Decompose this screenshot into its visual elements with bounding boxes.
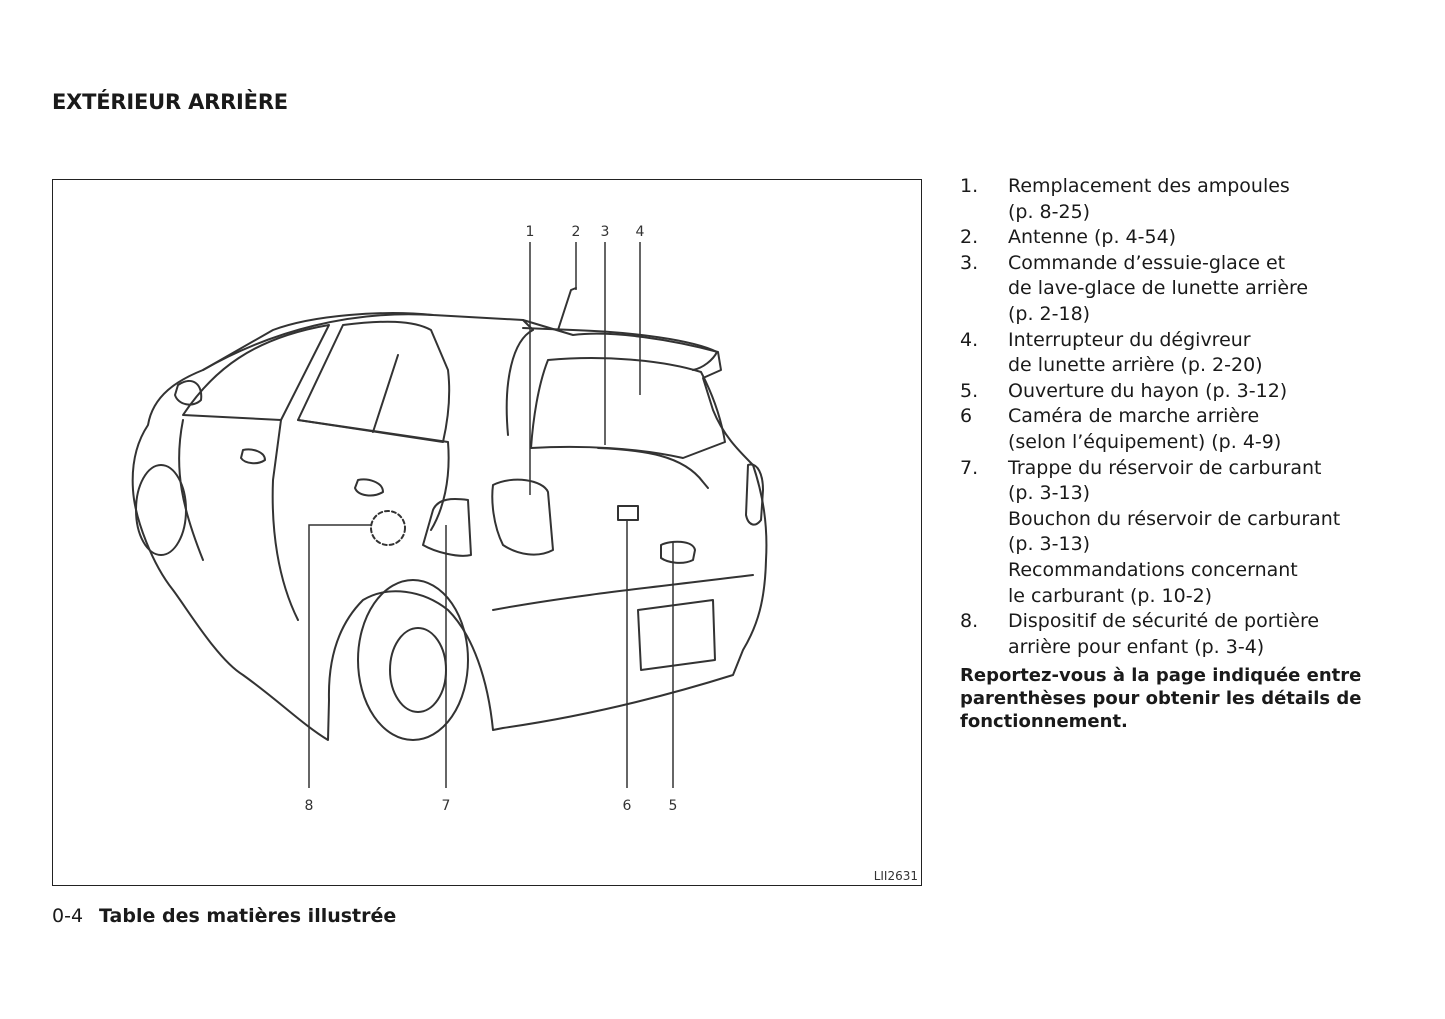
roof-line xyxy=(202,313,534,436)
legend-item-line: (p. 3-13) xyxy=(1008,533,1091,556)
car-line-drawing: 1 2 3 4 5 6 7 8 xyxy=(131,224,768,814)
legend-item-text: Remplacement des ampoules (p. 8-25) xyxy=(1008,174,1400,225)
legend-item-text: Trappe du réservoir de carburant (p. 3-13… xyxy=(1008,456,1400,610)
legend-item-number: 1. xyxy=(960,175,979,197)
legend-item-line: (p. 2-18) xyxy=(1008,302,1091,325)
legend-item-number: 8. xyxy=(960,610,979,633)
legend-item-line: Recommandations concernant xyxy=(1008,558,1298,581)
legend-item-number: 4. xyxy=(960,328,979,351)
legend-item-number: 5. xyxy=(960,379,979,402)
legend-item-text: Ouverture du hayon (p. 3-12) xyxy=(1008,379,1400,405)
legend-item-line: (p. 8-25) xyxy=(1008,200,1091,223)
legend-item-number: 2. xyxy=(960,226,979,249)
legend-list: 1. Remplacement des ampoules (p. 8-25) 2. An… xyxy=(960,174,1400,733)
rear-bumper xyxy=(492,574,754,611)
rear-wheel xyxy=(357,579,469,741)
rear-door-handle xyxy=(354,478,384,497)
figure-id: LII2631 xyxy=(873,869,918,883)
legend-item-line: (selon l’équipement) (p. 4-9) xyxy=(1008,430,1282,453)
legend-item: 2. Antenne (p. 4-54) xyxy=(960,225,1400,251)
legend-item-line: Caméra de marche arrière xyxy=(1008,405,1260,428)
car-body-outline xyxy=(131,312,768,741)
front-wheel xyxy=(135,464,187,556)
legend-item-number: 7. xyxy=(960,456,979,479)
license-plate xyxy=(637,599,716,671)
legend-item: 5. Ouverture du hayon (p. 3-12) xyxy=(960,379,1400,405)
front-door-handle xyxy=(240,448,266,465)
rear-side-window xyxy=(297,320,451,443)
callout-3: 3 xyxy=(601,224,610,240)
front-door-line xyxy=(178,419,299,621)
legend-item: 6 Caméra de marche arrière(selon l’équipe… xyxy=(960,404,1400,455)
child-lock-indicator xyxy=(370,510,406,546)
legend-item: 7. Trappe du réservoir de carburant (p. 3-… xyxy=(960,456,1400,610)
reference-note-line: Reportez-vous à la page indiquée entre xyxy=(960,665,1362,687)
legend-item-line: Remplacement des ampoules xyxy=(1008,175,1290,197)
tailgate-handle xyxy=(660,540,696,564)
rear-window xyxy=(530,357,726,459)
footer-title: Table des matières illustrée xyxy=(99,905,397,927)
callout-6: 6 xyxy=(623,798,632,814)
legend-item-line: arrière pour enfant (p. 3-4) xyxy=(1008,635,1265,658)
callout-2: 2 xyxy=(572,224,581,240)
rear-wiper xyxy=(597,447,709,489)
car-rear-illustration: 1 2 3 4 5 6 7 8 LII2631 xyxy=(52,179,922,886)
legend-item-text: Interrupteur du dégivreur de lunette arri… xyxy=(1008,328,1400,379)
page-number: 0-4 xyxy=(52,905,84,927)
callout-4: 4 xyxy=(636,224,645,240)
legend-item-number: 3. xyxy=(960,251,979,274)
legend-item-line: le carburant (p. 10-2) xyxy=(1008,584,1213,607)
section-title: EXTÉRIEUR ARRIÈRE xyxy=(52,90,288,114)
legend-item-number: 6 xyxy=(960,405,973,428)
rear-door-line xyxy=(297,419,450,531)
rear-camera xyxy=(617,505,639,521)
legend-item-text: Caméra de marche arrière(selon l’équipem… xyxy=(1008,404,1400,455)
legend-item-line: Dispositif de sécurité de portière xyxy=(1008,610,1320,633)
reference-note-line: fonctionnement. xyxy=(960,711,1128,733)
front-side-window xyxy=(182,324,330,421)
window-pillar xyxy=(372,354,399,433)
side-mirror xyxy=(174,380,203,406)
right-tail-light xyxy=(745,463,764,526)
legend-item-line: Antenne (p. 4-54) xyxy=(1008,226,1177,249)
fuel-door xyxy=(422,498,472,557)
legend-item-line: Ouverture du hayon (p. 3-12) xyxy=(1008,379,1288,402)
legend-item-line: Bouchon du réservoir de carburant xyxy=(1008,507,1341,530)
legend-item-line: de lunette arrière (p. 2-20) xyxy=(1008,354,1263,377)
left-tail-light xyxy=(491,478,554,556)
callout-8: 8 xyxy=(305,798,314,814)
legend-item-line: Commande d’essuie-glace et xyxy=(1008,251,1286,274)
callout-1: 1 xyxy=(526,224,535,240)
legend-item: 4. Interrupteur du dégivreur de lunette ar… xyxy=(960,328,1400,379)
legend-item-line: de lave-glace de lunette arrière xyxy=(1008,277,1309,300)
legend-item-line: Trappe du réservoir de carburant xyxy=(1008,456,1322,479)
legend-item-text: Commande d’essuie-glace et de lave-glace … xyxy=(1008,251,1400,328)
legend-item: 3. Commande d’essuie-glace et de lave-glac… xyxy=(960,251,1400,328)
reference-note-line: parenthèses pour obtenir les détails de xyxy=(960,688,1362,710)
callout-7: 7 xyxy=(442,798,451,814)
antenna xyxy=(557,287,577,331)
rear-wheel-hub xyxy=(389,627,447,713)
page-footer: 0-4 Table des matières illustrée xyxy=(52,905,396,927)
callout-5: 5 xyxy=(669,798,678,814)
callout-line-8 xyxy=(308,524,371,788)
legend-item-line: Interrupteur du dégivreur xyxy=(1008,328,1251,351)
legend-item: 1. Remplacement des ampoules (p. 8-25) xyxy=(960,174,1400,225)
legend-item-text: Antenne (p. 4-54) xyxy=(1008,225,1400,251)
legend-item-line: (p. 3-13) xyxy=(1008,482,1091,505)
